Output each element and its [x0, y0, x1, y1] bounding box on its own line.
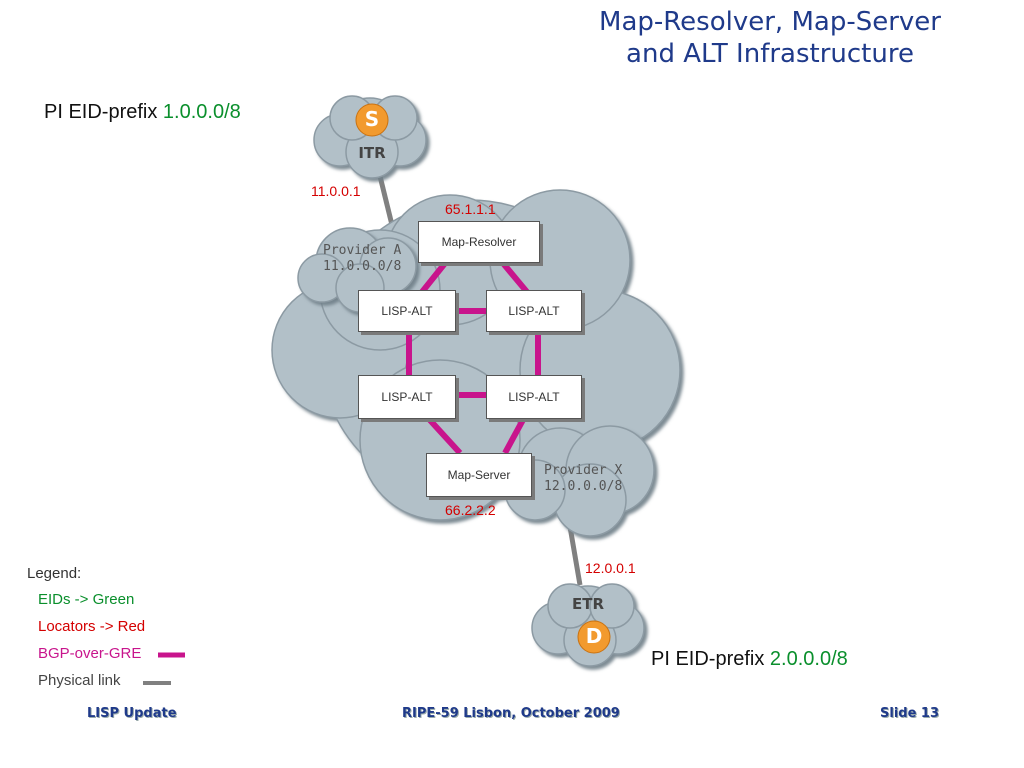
dest-node-letter: D [585, 624, 603, 648]
lisp-alt-node-3: LISP-ALT [358, 375, 456, 419]
legend-eids: EIDs -> Green [38, 591, 135, 608]
etr-locator: 12.0.0.1 [585, 560, 636, 576]
provider-x-name: Provider X [544, 463, 623, 478]
provider-a-label: Provider A 11.0.0.0/8 [323, 243, 401, 275]
legend-heading: Legend: [27, 565, 82, 582]
gre-link-mr-alt2 [499, 260, 530, 294]
legend-bgp: BGP-over-GRE [38, 645, 142, 662]
legend-locators: Locators -> Red [38, 618, 146, 635]
source-node-letter: S [364, 107, 380, 131]
provider-a-prefix: 11.0.0.0/8 [323, 259, 402, 274]
provider-x-prefix: 12.0.0.0/8 [544, 479, 623, 494]
dest-eid-prefix: PI EID-prefix 2.0.0.0/8 [651, 648, 848, 671]
source-eid-value: 1.0.0.0/8 [162, 101, 241, 123]
legend-physical: Physical link [38, 672, 121, 689]
footer-slide-number: Slide 13 [880, 706, 940, 721]
map-resolver-box: Map-Resolver [418, 221, 540, 263]
title-line-1: Map-Resolver, Map-Server [599, 7, 941, 37]
source-eid-prefix: PI EID-prefix 1.0.0.0/8 [44, 101, 241, 124]
gre-link-mr-alt1 [419, 260, 449, 294]
physical-link-itr [375, 167, 395, 226]
etr-label: ETR [571, 595, 605, 613]
map-server-box: Map-Server [426, 453, 532, 497]
footer-left: LISP Update [87, 706, 177, 721]
provider-a-name: Provider A [323, 243, 402, 258]
dest-eid-value: 2.0.0.0/8 [769, 648, 848, 670]
lisp-alt-node-4: LISP-ALT [486, 375, 582, 419]
gre-link-alt3-ms [425, 415, 463, 456]
dest-eid-label: PI EID-prefix [651, 648, 765, 670]
map-resolver-address: 65.1.1.1 [445, 201, 496, 217]
lisp-alt-node-2: LISP-ALT [486, 290, 582, 332]
slide-title: Map-Resolver, Map-Server and ALT Infrast… [560, 6, 980, 70]
footer-center: RIPE-59 Lisbon, October 2009 [402, 706, 620, 721]
gre-link-alt4-ms [502, 416, 527, 455]
provider-x-label: Provider X 12.0.0.0/8 [544, 463, 622, 495]
dest-node-icon [577, 620, 611, 654]
lisp-alt-node-1: LISP-ALT [358, 290, 456, 332]
itr-label: ITR [358, 144, 386, 162]
map-server-address: 66.2.2.2 [445, 502, 496, 518]
title-line-2: and ALT Infrastructure [626, 39, 914, 69]
source-eid-label: PI EID-prefix [44, 101, 158, 123]
source-node-icon [355, 103, 389, 137]
bgp-gre-links [406, 260, 541, 456]
itr-locator: 11.0.0.1 [311, 183, 361, 199]
